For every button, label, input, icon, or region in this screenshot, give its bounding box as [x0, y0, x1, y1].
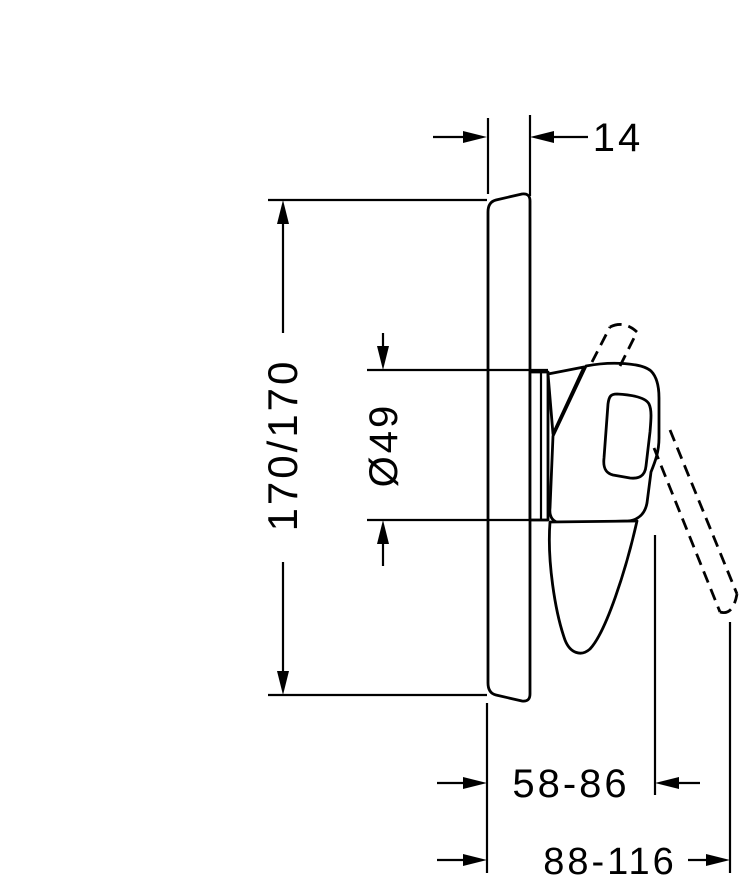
dimension-arrow	[377, 346, 389, 370]
dimension-plate-thickness: 14	[433, 115, 644, 196]
dim-label-depth-max: 88-116	[543, 841, 677, 883]
dim-label-plate-thickness: 14	[593, 116, 644, 160]
dimension-arrow	[655, 777, 679, 789]
dimension-depth-max: 88-116	[437, 622, 732, 883]
dimension-plate-height: 170/170	[259, 198, 487, 697]
dimension-arrow	[463, 854, 487, 866]
dim-label-plate-height: 170/170	[259, 359, 306, 532]
escutcheon-plate-outline	[486, 192, 532, 703]
dimension-arrow	[377, 520, 389, 544]
dim-label-depth-min: 58-86	[512, 762, 629, 806]
lever-up-dashed-edge	[590, 326, 612, 363]
dimension-cartridge-diameter: Ø49	[362, 333, 548, 566]
handle-end-cap	[602, 392, 653, 480]
lever-down-dashed-edge	[668, 429, 739, 595]
dimension-arrow	[463, 131, 487, 143]
lever-up-dashed-tip	[609, 323, 638, 334]
dimension-arrow	[463, 777, 487, 789]
dimension-depth-min: 58-86	[437, 535, 700, 873]
dimension-arrow	[706, 854, 730, 866]
dimension-arrow	[277, 200, 289, 224]
handle-lever-solid	[548, 519, 639, 655]
lever-up-dashed-edge	[618, 331, 639, 367]
handle-lever-dashed-positions	[590, 323, 739, 614]
valve-body	[528, 361, 661, 655]
dim-label-cartridge-diameter: Ø49	[362, 403, 406, 488]
lever-down-dashed-edge	[652, 447, 722, 613]
dimension-arrow	[530, 131, 554, 143]
lever-down-dashed-tip	[719, 593, 739, 614]
dimension-arrow	[277, 671, 289, 695]
cartridge-sleeve	[528, 370, 550, 522]
escutcheon-plate	[486, 192, 532, 703]
